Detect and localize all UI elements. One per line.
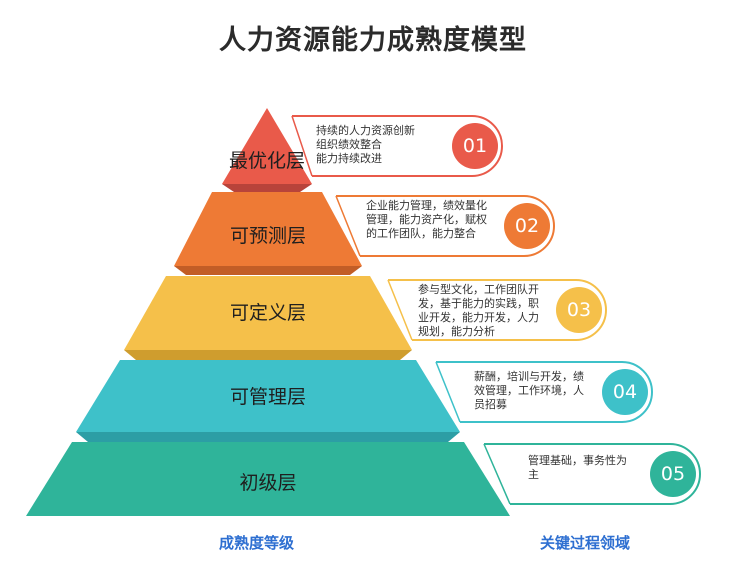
level-2-face — [174, 192, 362, 266]
level-3-label: 可定义层 — [229, 302, 306, 324]
pyramid-level-1 — [222, 108, 312, 192]
level-4-face — [76, 360, 460, 432]
level-5-label: 初级层 — [239, 472, 297, 494]
callout-3 — [387, 279, 607, 341]
level-3-face — [124, 276, 412, 350]
level-5-number-badge: 05 — [650, 451, 696, 497]
callout-3-text: 参与型文化，工作团队开 发，基于能力的实践，职 业开发，能力开发，人力 规划，能… — [418, 283, 539, 338]
level-2-label: 可预测层 — [229, 225, 306, 247]
callout-4-text: 薪酬，培训与开发，绩 效管理，工作环境，人 员招募 — [474, 370, 584, 411]
pyramid-level-3 — [124, 276, 412, 360]
level-1-number-badge: 01 — [452, 123, 498, 169]
pyramid-level-2 — [174, 192, 362, 275]
level-1-face — [222, 108, 312, 184]
callout-1-text: 持续的人力资源创新 组织绩效整合 能力持续改进 — [316, 124, 415, 165]
level-4-side — [76, 432, 460, 442]
level-3-side — [124, 350, 412, 360]
callout-2-text: 企业能力管理，绩效量化 管理，能力资产化，赋权 的工作团队，能力整合 — [366, 199, 487, 240]
callout-5 — [483, 443, 701, 505]
level-2-number-badge: 02 — [504, 203, 550, 249]
callout-5-text: 管理基础，事务性为 主 — [528, 454, 627, 481]
callout-4 — [435, 361, 653, 423]
key-process-area-caption: 关键过程领域 — [540, 534, 631, 552]
level-4-number-badge: 04 — [602, 369, 648, 415]
pyramid-level-4 — [76, 360, 460, 442]
callout-1 — [291, 115, 503, 177]
page-title: 人力资源能力成熟度模型 — [219, 25, 527, 56]
level-1-label: 最优化层 — [228, 150, 305, 172]
level-5-face — [26, 442, 510, 516]
level-1-side — [222, 184, 312, 192]
level-4-label: 可管理层 — [229, 386, 306, 408]
callout-2 — [335, 195, 555, 257]
maturity-level-caption: 成熟度等级 — [219, 534, 295, 552]
level-2-side — [174, 266, 362, 275]
pyramid-level-5 — [26, 442, 510, 516]
level-3-number-badge: 03 — [556, 287, 602, 333]
